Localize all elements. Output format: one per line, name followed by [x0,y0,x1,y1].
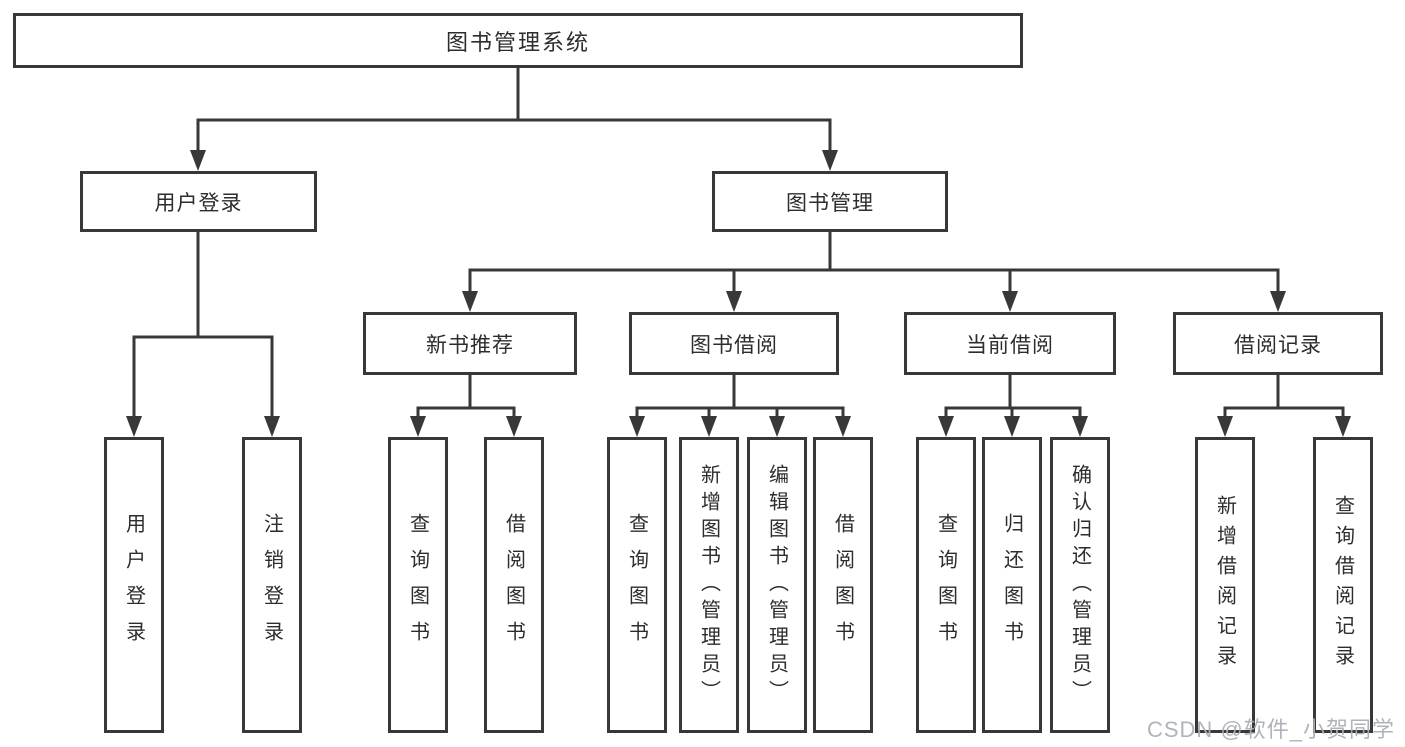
node-label: 查询借阅记录 [1331,495,1354,675]
leaf-query-books-2: 查询图书 [607,437,667,733]
node-label: 查询图书 [406,513,429,657]
node-borrow-records: 借阅记录 [1173,312,1383,375]
node-book-management: 图书管理 [712,171,948,232]
node-label: 查询图书 [934,513,957,657]
node-new-book-recommend: 新书推荐 [363,312,577,375]
node-label: 借阅图书 [502,513,525,657]
leaf-edit-book-admin: 编辑图书（管理员） [747,437,807,733]
node-user-login: 用户登录 [80,171,317,232]
leaf-add-book-admin: 新增图书（管理员） [679,437,739,733]
leaf-logout: 注销登录 [242,437,302,733]
node-label: 新书推荐 [426,333,514,357]
node-label: 图书管理 [786,191,874,215]
connector-paths [132,66,1345,419]
node-label: 查询图书 [625,513,648,657]
leaf-borrow-books-1: 借阅图书 [484,437,544,733]
node-label: 图书管理系统 [445,29,590,55]
node-label: 图书借阅 [690,333,778,357]
node-current-borrow: 当前借阅 [904,312,1116,375]
node-label: 新增图书（管理员） [697,463,720,707]
leaf-confirm-return-admin: 确认归还（管理员） [1050,437,1110,733]
node-label: 确认归还（管理员） [1068,463,1091,707]
leaf-query-books-1: 查询图书 [388,437,448,733]
node-label: 用户登录 [122,513,145,657]
node-label: 注销登录 [260,513,283,657]
node-label: 用户登录 [154,191,243,215]
leaf-add-borrow-record: 新增借阅记录 [1195,437,1255,733]
node-label: 新增借阅记录 [1213,495,1236,675]
leaf-return-books: 归还图书 [982,437,1042,733]
node-root: 图书管理系统 [13,13,1023,68]
csdn-watermark: CSDN @软件_小贺同学 [1146,717,1395,742]
leaf-query-borrow-record: 查询借阅记录 [1313,437,1373,733]
node-label: 借阅图书 [831,513,854,657]
node-label: 借阅记录 [1234,333,1322,357]
leaf-user-login: 用户登录 [104,437,164,733]
node-label: 编辑图书（管理员） [765,463,788,707]
leaf-query-books-3: 查询图书 [916,437,976,733]
leaf-borrow-books-2: 借阅图书 [813,437,873,733]
arrowheads [126,150,1351,437]
node-book-borrow: 图书借阅 [629,312,839,375]
node-label: 归还图书 [1000,513,1023,657]
node-label: 当前借阅 [966,333,1054,357]
